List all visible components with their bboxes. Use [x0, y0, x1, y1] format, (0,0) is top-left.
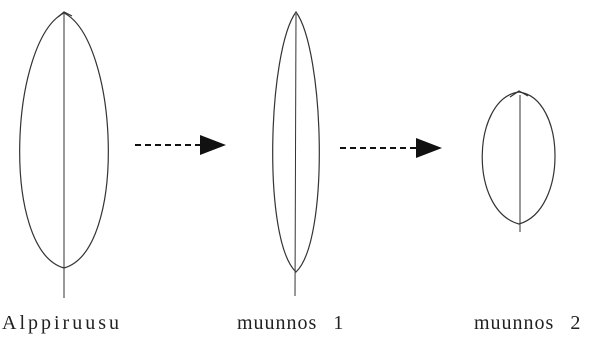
- leaf-original-tip: [57, 11, 73, 18]
- caption-muunnos-1: muunnos 1: [237, 312, 345, 334]
- leaf-variant-1-outline: [272, 10, 320, 273]
- caption-muunnos-2: muunnos 2: [474, 312, 582, 334]
- leaf-variant-2-outline: [481, 91, 556, 225]
- leaf-variant-2: [481, 90, 556, 232]
- leaf-variant-1-midrib: [294, 13, 297, 297]
- arrow-1: [135, 135, 226, 155]
- caption-alppiruusu: Alppiruusu: [2, 312, 122, 334]
- arrow-2: [340, 138, 442, 158]
- arrow-2-head: [416, 138, 442, 158]
- leaf-original: [19, 11, 109, 298]
- leaf-variant-2-tip: [509, 90, 529, 98]
- leaf-variant-1: [272, 10, 320, 297]
- arrow-1-head: [200, 135, 226, 155]
